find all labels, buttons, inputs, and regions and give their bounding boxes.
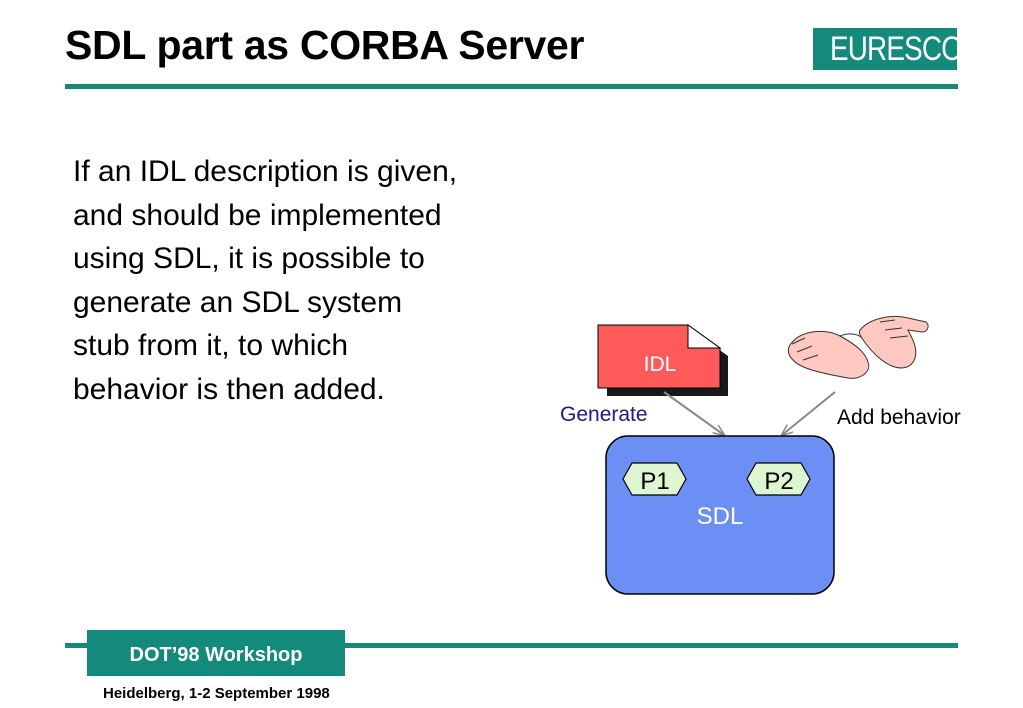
- eurescom-logo: EURESCOM: [813, 28, 985, 70]
- body-line: behavior is then added.: [73, 372, 385, 406]
- idl-document: IDL: [597, 324, 728, 396]
- process-p2: P2: [746, 462, 811, 496]
- generate-arrow: [663, 391, 724, 435]
- generate-label: Generate: [560, 403, 648, 426]
- hands-icon: [787, 316, 929, 379]
- footer-divider-right: [345, 643, 958, 648]
- sdl-system: SDL: [605, 435, 835, 595]
- body-line: If an IDL description is given,: [73, 155, 458, 188]
- process-p1: P1: [622, 462, 687, 496]
- logo-text: EURESCOM: [829, 30, 985, 68]
- p1-label: P1: [640, 468, 669, 495]
- footer-divider-left: [65, 643, 87, 648]
- body-line: stub from it, to which: [73, 329, 349, 362]
- add-behavior-arrow: [782, 391, 836, 435]
- footer-date: Heidelberg, 1-2 September 1998: [103, 685, 330, 702]
- title-divider: [65, 84, 958, 89]
- p2-label: P2: [764, 468, 793, 495]
- add-behavior-label: Add behavior: [837, 406, 961, 429]
- body-line: using SDL, it is possible to: [73, 242, 425, 275]
- workshop-badge: DOT’98 Workshop: [87, 630, 345, 676]
- idl-label: IDL: [644, 353, 677, 376]
- slide-title: SDL part as CORBA Server: [65, 22, 585, 68]
- sdl-label: SDL: [697, 503, 744, 530]
- body-paragraph: If an IDL description is given, and shou…: [73, 150, 553, 411]
- body-line: and should be implemented: [73, 198, 442, 232]
- body-line: generate an SDL system: [73, 285, 403, 319]
